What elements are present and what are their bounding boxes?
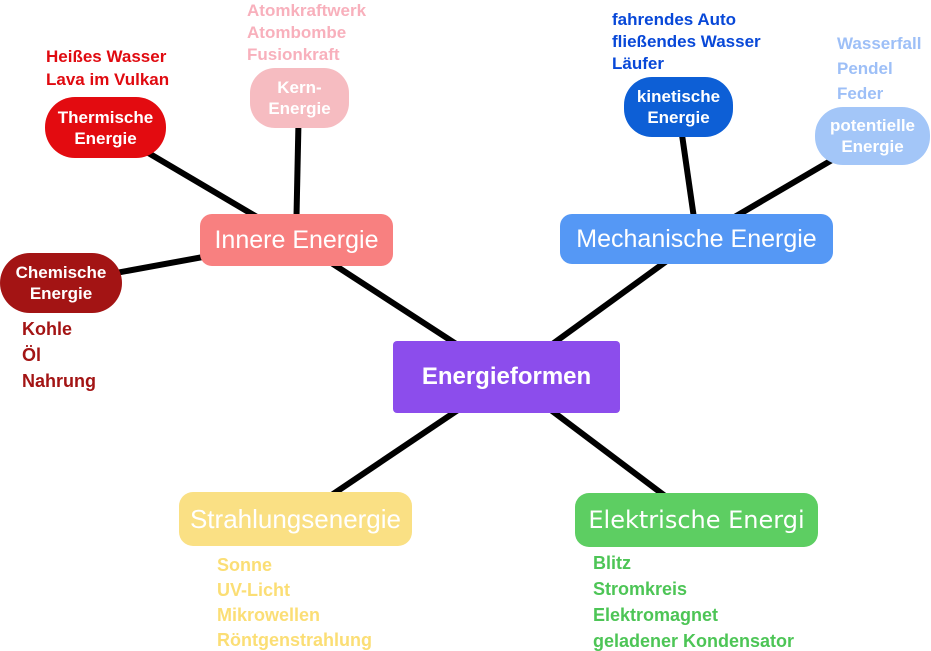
node-kinetische-energie[interactable]: kinetische Energie (624, 77, 733, 137)
examples-strahlungsenergie: Sonne UV-Licht Mikrowellen Röntgenstrahl… (217, 555, 372, 650)
examples-kinetische-energie: fahrendes Auto fließendes Wasser Läufer (612, 10, 761, 73)
examples-kern-energie: Atomkraftwerk Atombombe Fusionkraft (247, 1, 367, 64)
examples-potentielle-energie: Wasserfall Pendel Feder (837, 34, 922, 103)
node-energieformen[interactable]: Energieformen (393, 341, 620, 413)
node-potentielle-energie[interactable]: potentielle Energie (815, 107, 930, 165)
examples-chemische-energie: Kohle Öl Nahrung (22, 319, 96, 391)
node-thermische-energie[interactable]: Thermische Energie (45, 97, 166, 158)
node-elektrische-energie[interactable]: Elektrische Energi (575, 493, 818, 547)
examples-elektrische-energie: Blitz Stromkreis Elektromagnet geladener… (593, 553, 795, 651)
node-innere-energie[interactable]: Innere Energie (200, 214, 393, 266)
examples-thermische-energie: Heißes Wasser Lava im Vulkan (46, 47, 170, 89)
node-strahlungsenergie[interactable]: Strahlungsenergie (179, 492, 412, 546)
node-chemische-energie[interactable]: Chemische Energie (0, 253, 122, 313)
node-kern-energie[interactable]: Kern- Energie (250, 68, 349, 128)
node-mechanische-energie[interactable]: Mechanische Energie (560, 214, 833, 264)
